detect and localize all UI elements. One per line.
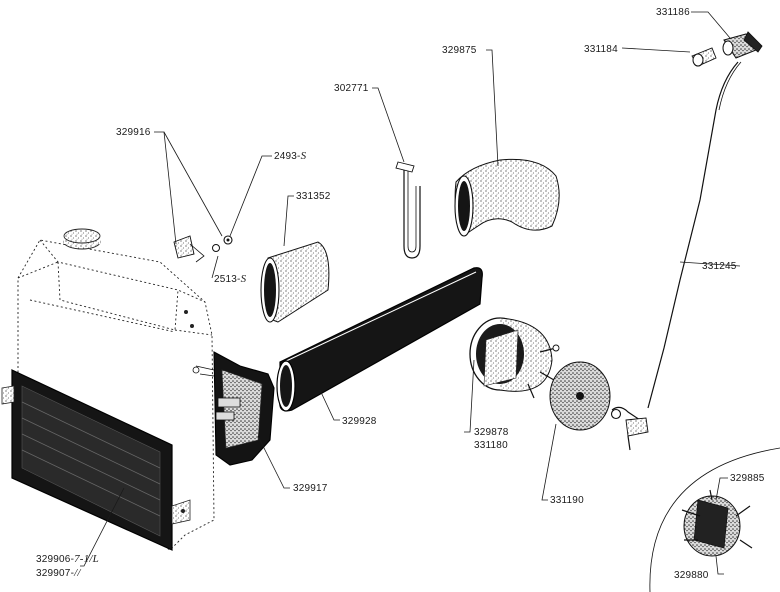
label-2513-s: 2513-S bbox=[214, 273, 247, 285]
label-331352: 331352 bbox=[296, 191, 331, 202]
label-329878: 329878 bbox=[474, 427, 509, 438]
u-clip bbox=[395, 161, 421, 259]
label-2493-s: 2493-S bbox=[274, 150, 307, 162]
label-331184: 331184 bbox=[584, 44, 618, 55]
label-329875: 329875 bbox=[442, 45, 477, 56]
label-329907: 329907-// bbox=[36, 567, 81, 579]
elbow-hose bbox=[454, 158, 560, 237]
label-329906: 329906-7-1/L bbox=[36, 553, 99, 565]
long-duct bbox=[276, 267, 483, 412]
clip-and-washers bbox=[173, 235, 233, 263]
label-329917: 329917 bbox=[293, 483, 328, 494]
elbow-duct bbox=[192, 351, 275, 466]
heater-unit bbox=[1, 228, 215, 551]
detail-inset bbox=[649, 447, 780, 592]
label-329880: 329880 bbox=[674, 570, 709, 581]
label-329928: 329928 bbox=[342, 416, 377, 427]
label-329885: 329885 bbox=[730, 473, 765, 484]
control-cable bbox=[610, 61, 742, 451]
control-knob bbox=[691, 31, 763, 67]
label-302771: 302771 bbox=[334, 83, 369, 94]
part-labels: 331186 331184 329875 302771 329916 2493-… bbox=[36, 7, 765, 581]
damper-drum bbox=[469, 317, 560, 399]
leader-lines bbox=[80, 11, 741, 575]
label-329916: 329916 bbox=[116, 127, 151, 138]
label-331180: 331180 bbox=[474, 440, 508, 451]
hose-sleeve bbox=[260, 241, 330, 323]
label-331190: 331190 bbox=[550, 495, 584, 506]
label-331245: 331245 bbox=[702, 261, 737, 272]
label-331186: 331186 bbox=[656, 7, 690, 18]
filter-disc bbox=[549, 361, 611, 431]
